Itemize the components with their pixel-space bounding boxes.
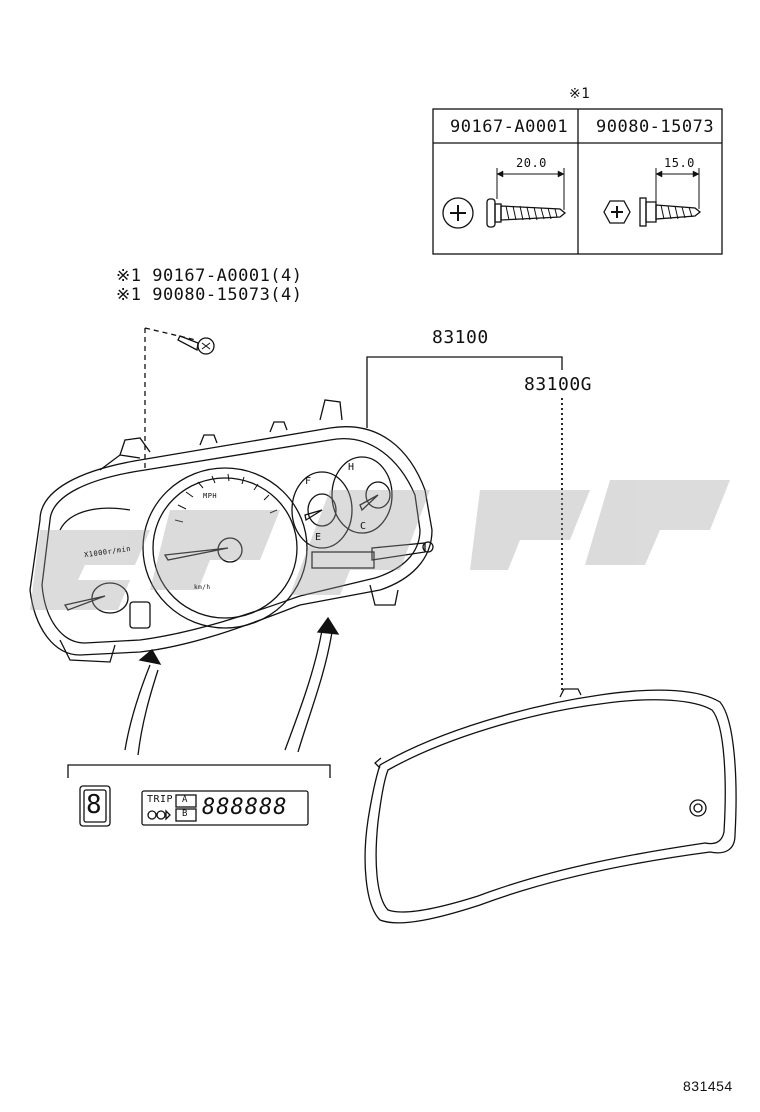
- screw-2-drawing: [603, 168, 702, 227]
- diagram-number: 831454: [683, 1078, 733, 1094]
- dimension-2: 15.0: [664, 156, 695, 170]
- odometer-display-box: [141, 790, 309, 826]
- reference-mark: ※1: [569, 86, 591, 102]
- temp-cold-label: C: [360, 521, 367, 532]
- callout-83100g: 83100G: [524, 374, 593, 395]
- odometer-digits: 888888: [202, 795, 288, 820]
- dimension-1: 20.0: [516, 156, 547, 170]
- table-part-2: 90080-15073: [596, 117, 715, 137]
- fuel-empty-label: E: [315, 532, 322, 543]
- display-detail-bracket: [67, 764, 331, 778]
- fuel-full-label: F: [305, 476, 312, 487]
- trip-b-label: B: [182, 809, 188, 819]
- speedo-unit2-label: km/h: [194, 584, 211, 591]
- gear-indicator-box: [79, 785, 111, 827]
- temp-hot-label: H: [348, 462, 355, 473]
- trip-a-label: A: [182, 795, 188, 805]
- callout-bolt-2: ※1 90080-15073(4): [116, 285, 303, 305]
- watermark-logo: [30, 480, 730, 610]
- speedo-unit-label: MPH: [203, 492, 218, 500]
- gear-digit: 8: [86, 790, 103, 820]
- trip-label: TRIP: [147, 794, 174, 805]
- screw-1-drawing: [442, 168, 567, 229]
- table-part-1: 90167-A0001: [450, 117, 569, 137]
- callout-83100: 83100: [432, 327, 489, 348]
- combination-meter-drawing: [29, 399, 434, 663]
- callout-bolt-1: ※1 90167-A0001(4): [116, 266, 303, 286]
- display-arrows: [124, 616, 340, 756]
- mounting-screw-drawing: [144, 327, 215, 470]
- leader-83100: [366, 356, 563, 428]
- meter-glass-drawing: [364, 688, 737, 924]
